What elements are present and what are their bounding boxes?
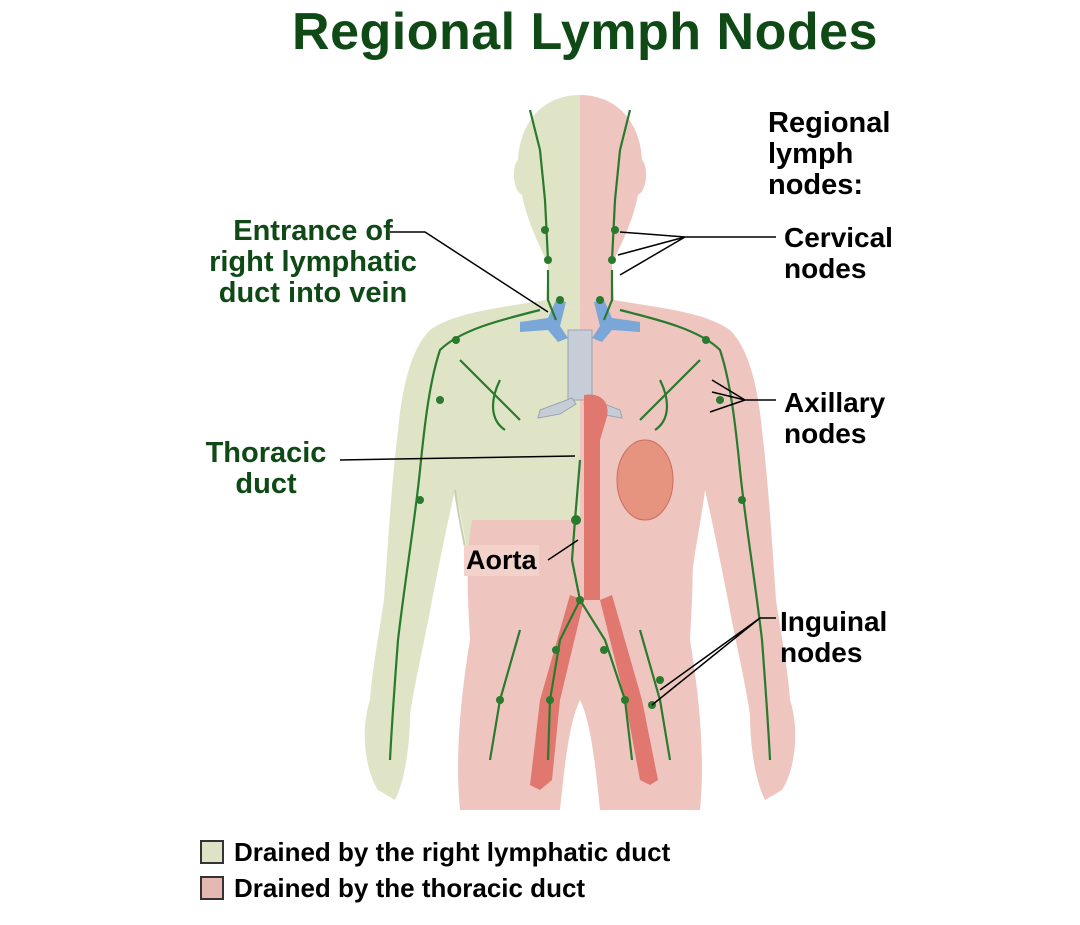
legend-label-right-duct: Drained by the right lymphatic duct (234, 836, 671, 867)
legend-swatch-thoracic-duct (200, 876, 224, 900)
cervical-line-1: Cervical (784, 222, 893, 253)
thoracic-label-line-2: duct (235, 468, 297, 500)
regional-header-line-2: lymph (768, 138, 854, 170)
thoracic-duct-label: Thoracic duct (200, 438, 332, 500)
lymph-node-dots (416, 226, 746, 709)
axillary-line-1: Axillary (784, 387, 886, 418)
legend-swatch-right-duct (200, 840, 224, 864)
aorta (530, 394, 658, 790)
regional-header-line-3: nodes: (768, 169, 864, 201)
inguinal-nodes-label: Inguinal nodes (780, 606, 887, 668)
regional-nodes-header: Regional lymph nodes: (768, 108, 890, 201)
entrance-label: Entrance of right lymphatic duct into ve… (198, 216, 428, 309)
axillary-line-2: nodes (784, 418, 867, 449)
entrance-label-line-1: Entrance of (233, 215, 393, 247)
aorta-label: Aorta (464, 545, 539, 576)
legend-item-right-duct: Drained by the right lymphatic duct (200, 834, 670, 870)
entrance-label-line-3: duct into vein (218, 277, 408, 309)
legend-label-thoracic-duct: Drained by the thoracic duct (234, 872, 586, 903)
legend-item-thoracic-duct: Drained by the thoracic duct (200, 870, 670, 906)
legend: Drained by the right lymphatic duct Drai… (200, 834, 670, 906)
leader-lines (339, 231, 776, 706)
axillary-nodes-label: Axillary nodes (784, 387, 885, 449)
stomach (616, 439, 674, 521)
cervical-line-2: nodes (784, 253, 867, 284)
page-title: Regional Lymph Nodes (292, 3, 878, 61)
subclavian-veins (520, 300, 640, 342)
inguinal-line-1: Inguinal (780, 606, 888, 637)
thoracic-label-line-1: Thoracic (205, 437, 327, 469)
entrance-label-line-2: right lymphatic (209, 246, 417, 278)
cervical-nodes-label: Cervical nodes (784, 222, 893, 284)
regional-header-line-1: Regional (768, 107, 891, 139)
inguinal-line-2: nodes (780, 637, 863, 668)
